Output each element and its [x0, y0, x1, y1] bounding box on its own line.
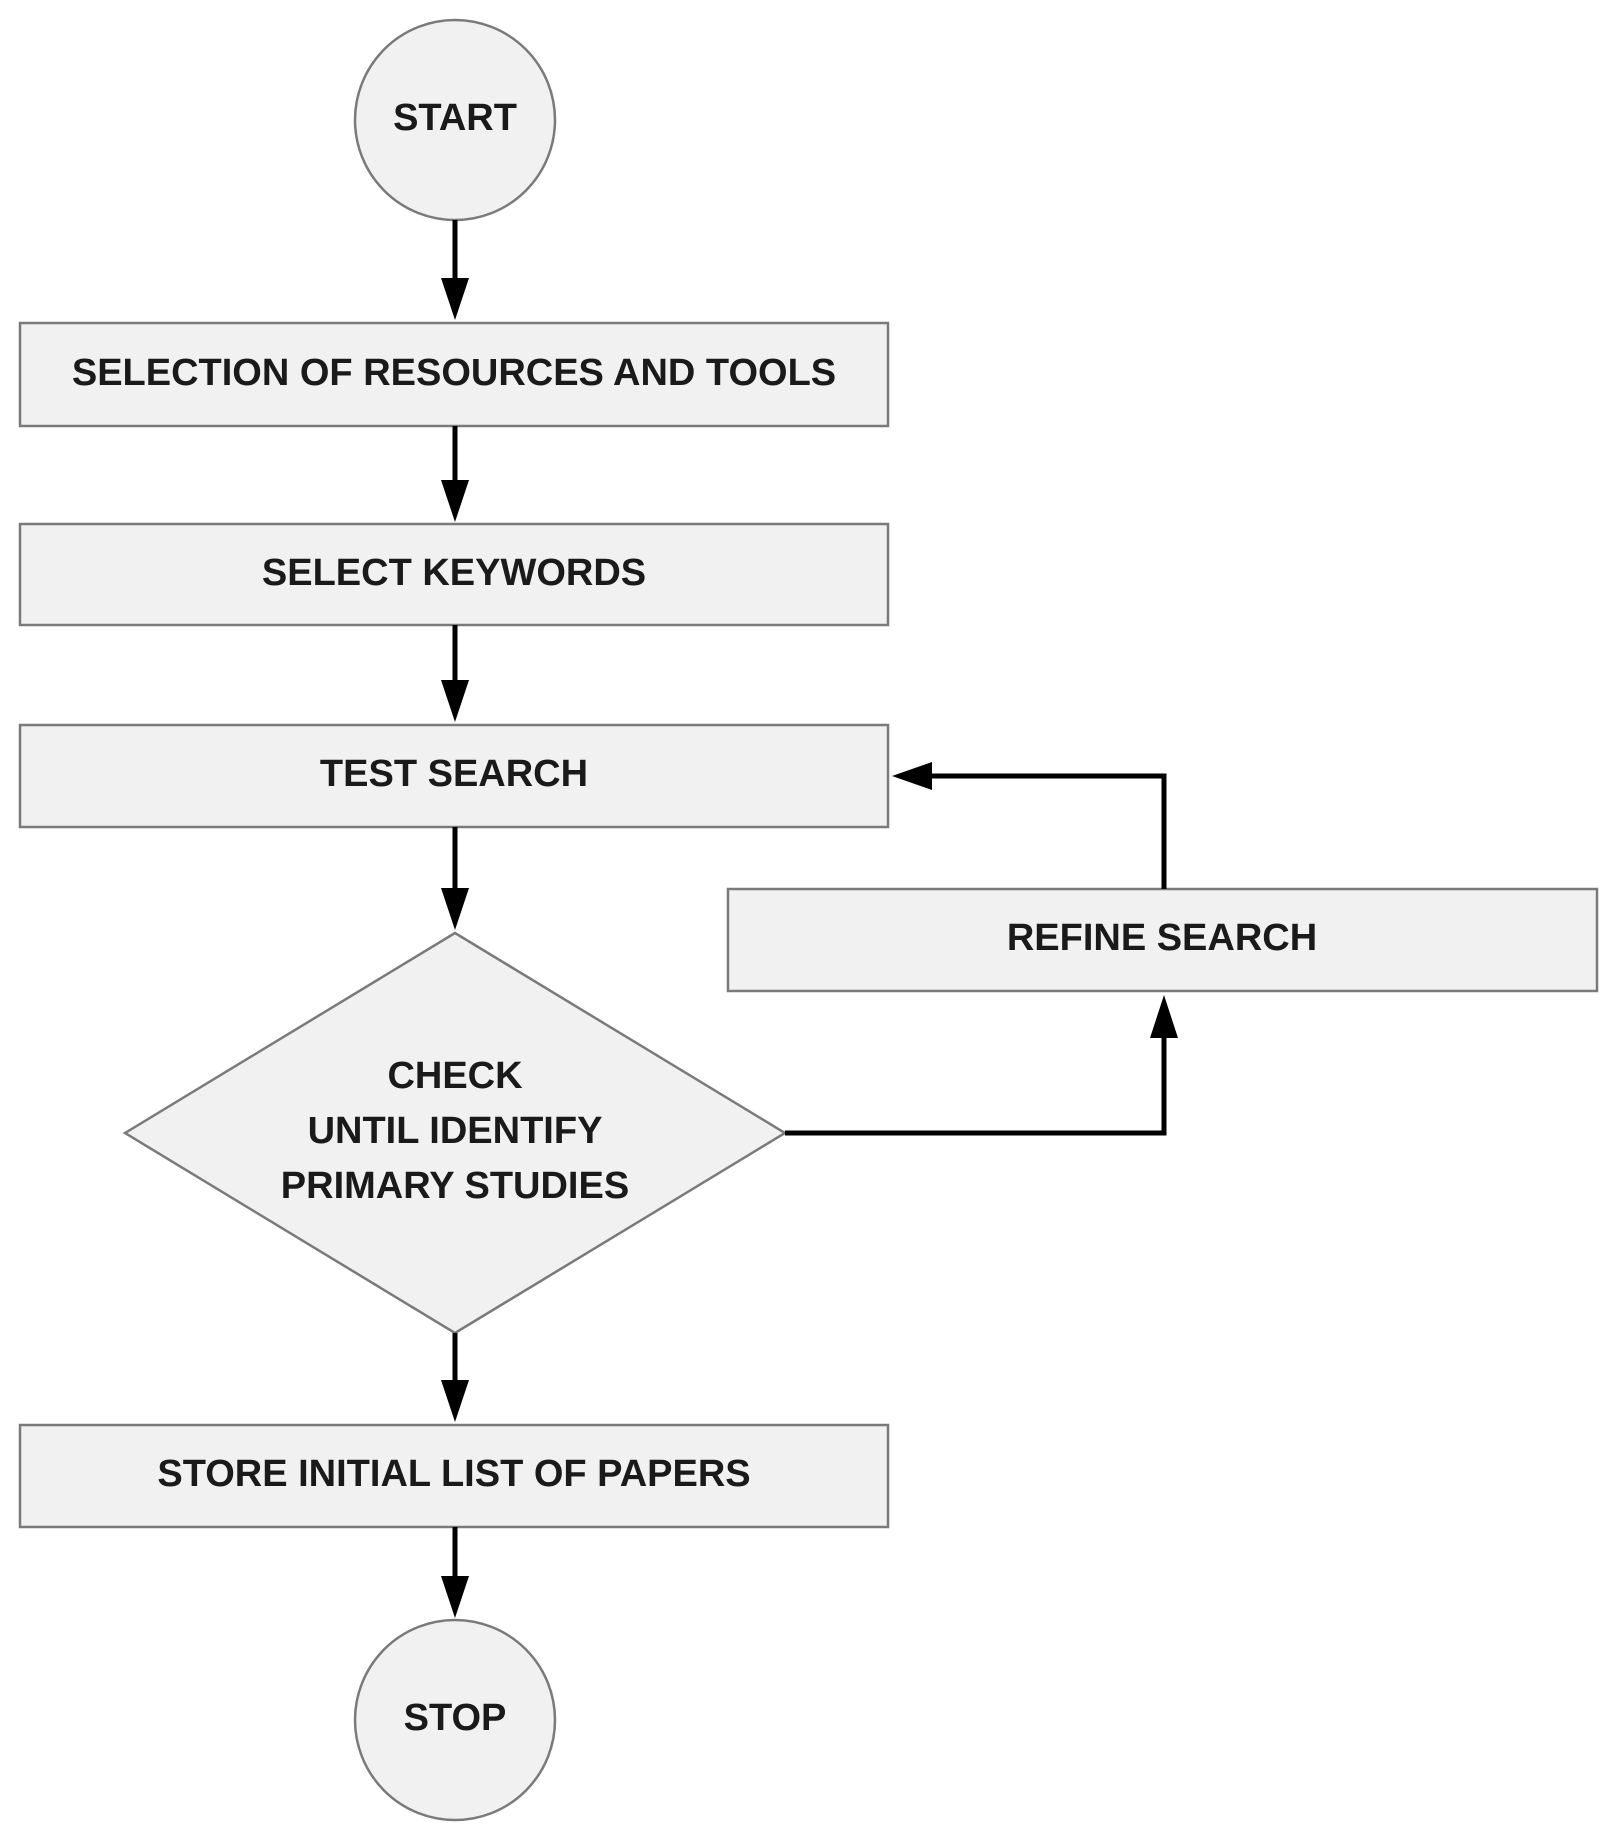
stop-node: STOP	[353, 1618, 557, 1822]
start-node: START	[353, 18, 557, 222]
arrow-decision-to-refine	[785, 995, 1178, 1136]
arrow-decision-to-store	[441, 1333, 469, 1422]
stop-label: STOP	[404, 1697, 507, 1739]
decision-node: CHECK UNTIL IDENTIFY PRIMARY STUDIES	[122, 931, 788, 1335]
decision-label-line-1: CHECK	[387, 1055, 523, 1097]
refine-search-node: REFINE SEARCH	[726, 887, 1599, 993]
arrow-store-to-stop	[441, 1527, 469, 1618]
selection-of-resources-label: SELECTION OF RESOURCES AND TOOLS	[72, 352, 836, 394]
refine-search-label: REFINE SEARCH	[1007, 917, 1317, 959]
arrow-refine-to-test-search	[892, 762, 1167, 889]
arrow-keywords-to-test-search	[441, 625, 469, 722]
start-label: START	[393, 97, 517, 139]
arrow-test-search-to-decision	[441, 827, 469, 930]
test-search-node: TEST SEARCH	[18, 723, 890, 829]
selection-of-resources-node: SELECTION OF RESOURCES AND TOOLS	[18, 321, 890, 428]
decision-label-line-2: UNTIL IDENTIFY	[308, 1110, 603, 1152]
test-search-label: TEST SEARCH	[320, 753, 588, 795]
select-keywords-node: SELECT KEYWORDS	[18, 522, 890, 627]
select-keywords-label: SELECT KEYWORDS	[262, 552, 646, 594]
arrow-start-to-selection	[441, 220, 469, 320]
arrow-selection-to-keywords	[441, 426, 469, 522]
store-papers-label: STORE INITIAL LIST OF PAPERS	[157, 1453, 750, 1495]
store-papers-node: STORE INITIAL LIST OF PAPERS	[18, 1423, 890, 1529]
decision-label-line-3: PRIMARY STUDIES	[281, 1165, 629, 1207]
